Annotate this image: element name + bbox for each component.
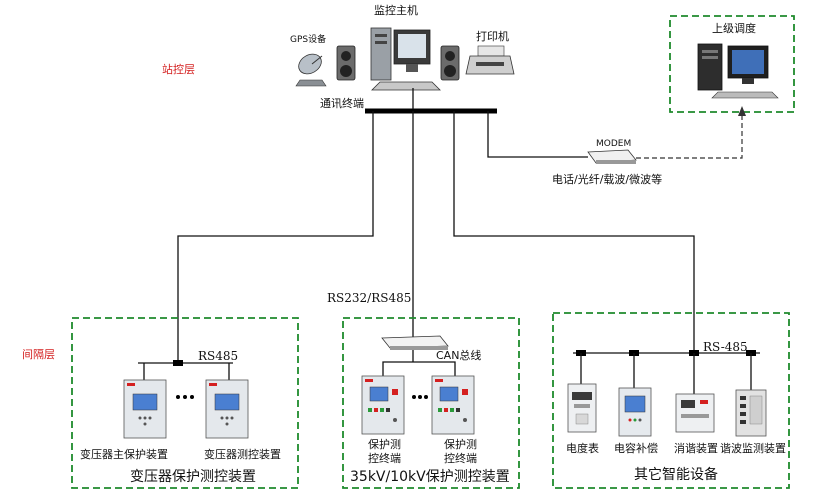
meter-label: 电度表 bbox=[566, 441, 599, 455]
transformer-bus-label: RS485 bbox=[198, 349, 238, 363]
transformer-device-b-label: 变压器测控装置 bbox=[204, 447, 281, 461]
group-35kv-box bbox=[342, 317, 520, 489]
transformer-group-box bbox=[71, 317, 299, 489]
comm-terminal-label: 通讯终端 bbox=[320, 96, 364, 110]
protection-terminal-b bbox=[431, 375, 475, 435]
modem-links-label: 电话/光纤/载波/微波等 bbox=[552, 172, 662, 186]
speaker-left-icon bbox=[336, 45, 356, 81]
middle-bus-label: RS232/RS485 bbox=[327, 291, 411, 305]
upper-dispatch-box bbox=[669, 15, 795, 113]
speaker-right-icon bbox=[440, 45, 460, 81]
layer-label-bay: 间隔层 bbox=[22, 348, 55, 361]
host-computer-icon bbox=[370, 27, 441, 91]
terminal-b-label-2: 控终端 bbox=[444, 451, 477, 465]
protection-terminal-a bbox=[361, 375, 405, 435]
transformer-device-a-label: 变压器主保护装置 bbox=[80, 447, 168, 461]
other-bus-label: RS-485 bbox=[703, 340, 748, 354]
energy-meter-device bbox=[567, 383, 597, 433]
wire-to-transformer-group bbox=[177, 111, 374, 362]
group-35kv-title: 35kV/10kV保护测控装置 bbox=[350, 469, 510, 485]
wire-to-other-group bbox=[453, 111, 695, 353]
capacitor-label: 电容补偿 bbox=[614, 441, 658, 455]
harmonic-eliminator-device bbox=[675, 393, 715, 433]
monitor-label: 谐波监测装置 bbox=[720, 441, 786, 455]
modem-to-dispatch-dashed-link bbox=[636, 112, 743, 159]
modem-label: MODEM bbox=[596, 139, 631, 149]
host-label: 监控主机 bbox=[374, 3, 418, 17]
dispatch-computer-icon bbox=[697, 43, 779, 99]
gps-dish-icon bbox=[295, 53, 327, 87]
can-bus-hub-icon bbox=[381, 335, 449, 350]
terminal-b-label-1: 保护测 bbox=[444, 437, 477, 451]
upper-dispatch-label: 上级调度 bbox=[712, 21, 756, 35]
harmonic-monitor-device bbox=[735, 389, 767, 437]
transformer-group-title: 变压器保护测控装置 bbox=[130, 469, 256, 485]
transformer-bus-connector bbox=[173, 360, 183, 366]
terminal-a-label-2: 控终端 bbox=[368, 451, 401, 465]
can-bus-line bbox=[382, 361, 456, 376]
printer-label: 打印机 bbox=[476, 29, 509, 43]
layer-label-station: 站控层 bbox=[162, 62, 195, 76]
eliminator-label: 消谐装置 bbox=[674, 441, 718, 455]
dispatch-arrow-icon bbox=[738, 106, 746, 116]
other-group-box bbox=[552, 312, 790, 489]
can-bus-label: CAN总线 bbox=[436, 348, 481, 362]
transformer-measure-control-device bbox=[205, 379, 249, 439]
printer-icon bbox=[465, 45, 515, 75]
capacitor-compensation-device bbox=[618, 387, 652, 437]
modem-icon bbox=[587, 149, 637, 164]
transformer-main-protection-device bbox=[123, 379, 167, 439]
other-group-title: 其它智能设备 bbox=[634, 466, 718, 483]
bus-to-modem-wire bbox=[487, 111, 588, 158]
terminal-a-label-1: 保护测 bbox=[368, 437, 401, 451]
ellipsis-dots bbox=[176, 395, 194, 399]
ellipsis-dots-35kv bbox=[412, 395, 428, 399]
gps-label: GPS设备 bbox=[290, 33, 326, 45]
